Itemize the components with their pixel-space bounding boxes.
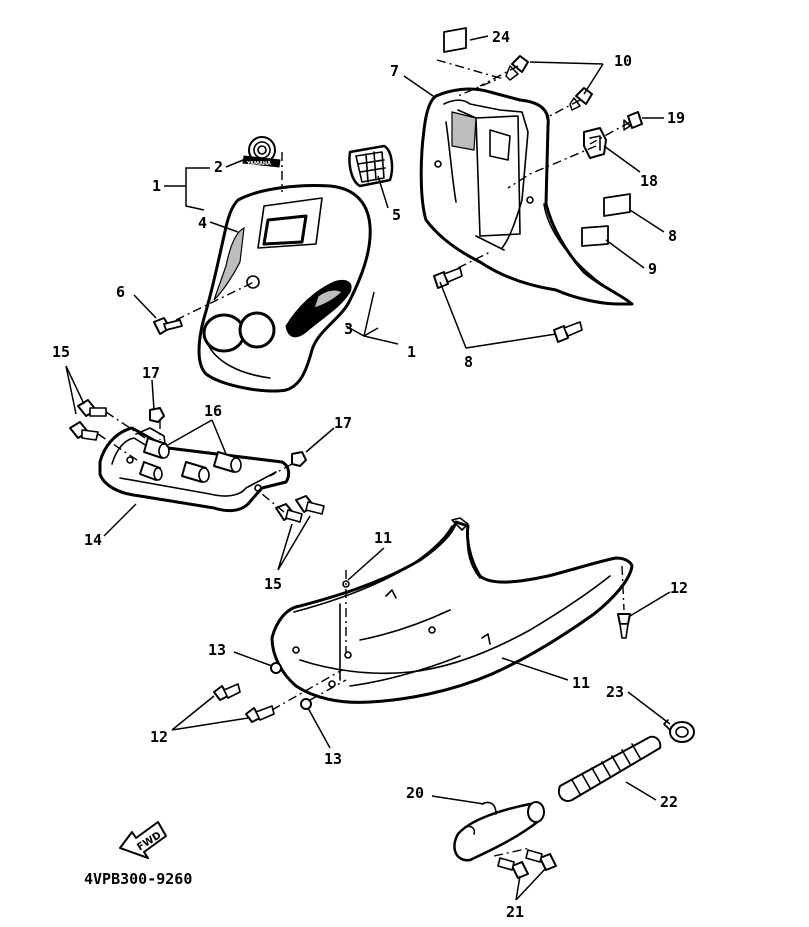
callout-17a: 17 bbox=[142, 364, 160, 382]
callout-9: 9 bbox=[648, 260, 657, 278]
assembly-lines bbox=[97, 59, 631, 857]
washer-13a bbox=[270, 662, 282, 674]
collar-16b bbox=[139, 461, 163, 481]
callout-7: 7 bbox=[390, 62, 399, 80]
bolt-15d bbox=[275, 503, 303, 523]
callout-15a: 15 bbox=[52, 343, 70, 361]
callout-13a: 13 bbox=[208, 641, 226, 659]
fwd-arrow-icon: FWD bbox=[119, 821, 167, 859]
lower-cover bbox=[270, 517, 634, 704]
callout-11a: 11 bbox=[374, 529, 392, 547]
nut-17b bbox=[291, 451, 307, 467]
callout-19: 19 bbox=[667, 109, 685, 127]
screw-6 bbox=[153, 317, 183, 335]
bolt-21a bbox=[497, 857, 529, 879]
rivet-12b bbox=[213, 683, 241, 701]
callout-13b: 13 bbox=[324, 750, 342, 768]
callout-18: 18 bbox=[640, 172, 658, 190]
callout-8b: 8 bbox=[464, 353, 473, 371]
clamp-23 bbox=[663, 719, 695, 743]
clip-18 bbox=[583, 127, 607, 159]
label-8 bbox=[603, 193, 631, 217]
callout-2: 2 bbox=[214, 158, 223, 176]
bolt-21b bbox=[525, 849, 557, 871]
callout-4: 4 bbox=[198, 214, 207, 232]
callout-24: 24 bbox=[492, 28, 510, 46]
callout-10: 10 bbox=[614, 52, 632, 70]
nut-17a bbox=[149, 407, 165, 423]
label-24 bbox=[443, 27, 467, 53]
joint-20 bbox=[453, 801, 545, 862]
bolt-15b bbox=[69, 421, 99, 441]
washer-13b bbox=[300, 698, 312, 710]
callout-3: 3 bbox=[344, 320, 353, 338]
callout-8a: 8 bbox=[668, 227, 677, 245]
inner-panel bbox=[419, 87, 634, 306]
callout-12a: 12 bbox=[670, 579, 688, 597]
front-cover bbox=[197, 184, 372, 393]
screw-10b bbox=[569, 87, 593, 111]
rivet-12c bbox=[245, 705, 275, 723]
bolt-15c bbox=[295, 495, 325, 515]
collar-16a bbox=[143, 437, 170, 459]
emblem-text: YAMAHA bbox=[246, 161, 271, 167]
grille-cover bbox=[348, 144, 394, 188]
label-9 bbox=[581, 225, 609, 247]
screw-8b bbox=[553, 321, 583, 343]
collar-16c bbox=[181, 461, 210, 483]
diagram-code: 4VPB300-9260 bbox=[84, 870, 192, 888]
callout-22: 22 bbox=[660, 793, 678, 811]
callout-5: 5 bbox=[392, 206, 401, 224]
emblem-badge bbox=[242, 136, 281, 168]
callout-23: 23 bbox=[606, 683, 624, 701]
rivet-12a bbox=[617, 613, 631, 639]
callout-1a: 1 bbox=[152, 177, 161, 195]
screw-10a bbox=[505, 55, 529, 81]
leader-lines bbox=[65, 35, 671, 901]
hose-22 bbox=[558, 735, 662, 802]
callout-16: 16 bbox=[204, 402, 222, 420]
screw-8a bbox=[433, 267, 463, 289]
callout-17b: 17 bbox=[334, 414, 352, 432]
bolt-15a bbox=[77, 399, 107, 417]
callout-14: 14 bbox=[84, 531, 102, 549]
callout-21: 21 bbox=[506, 903, 524, 921]
callout-6: 6 bbox=[116, 283, 125, 301]
callout-20: 20 bbox=[406, 784, 424, 802]
callout-12b: 12 bbox=[150, 728, 168, 746]
collar-16d bbox=[213, 451, 242, 473]
callout-15b: 15 bbox=[264, 575, 282, 593]
callout-1b: 1 bbox=[407, 343, 416, 361]
callout-11b: 11 bbox=[572, 674, 590, 692]
screw-19 bbox=[623, 111, 643, 131]
